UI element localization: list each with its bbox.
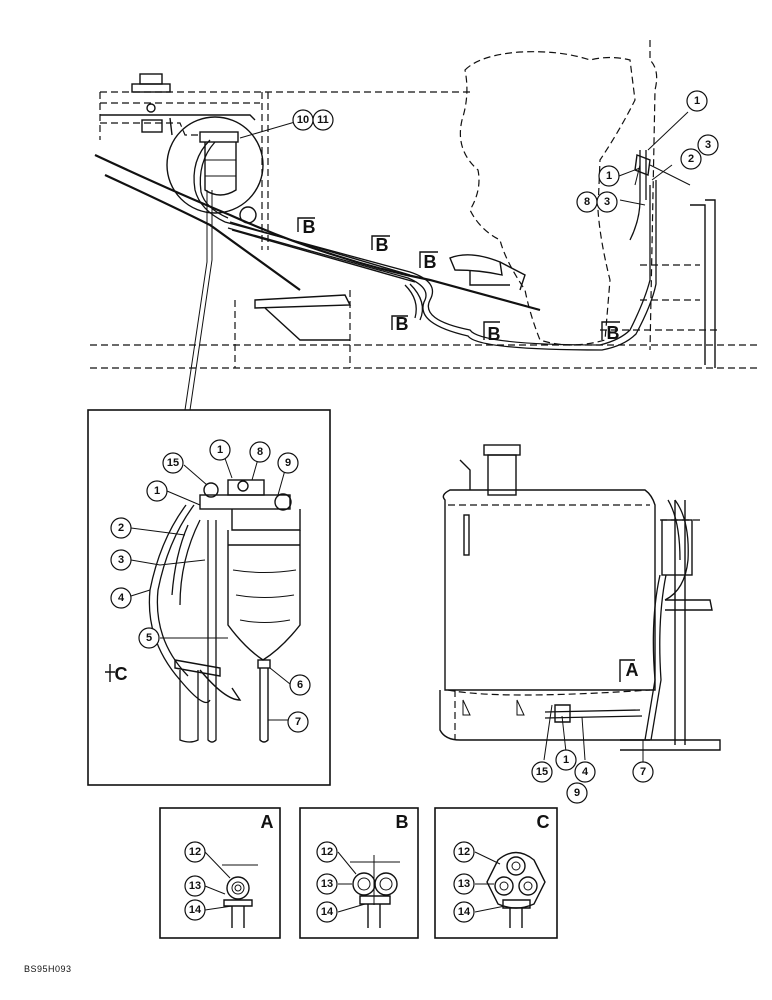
detail-callout-15: 15 <box>162 452 184 474</box>
detail-callout-9: 9 <box>277 452 299 474</box>
callout-1-upper-label: 1 <box>694 95 700 107</box>
section-marker-a-label: A <box>626 660 639 680</box>
section-marker-b-6-label: B <box>607 323 620 343</box>
detail-callout-2-label: 2 <box>118 522 124 534</box>
section-b-callout-12-label: 12 <box>321 846 333 858</box>
tank-callout-15: 15 <box>531 761 553 783</box>
tank-callout-9: 9 <box>566 782 588 804</box>
section-a-callout-13-label: 13 <box>189 880 201 892</box>
section-marker-b-3: B <box>419 251 438 272</box>
section-b-callout-14: 14 <box>316 901 338 923</box>
section-marker-b-1: B <box>297 217 316 237</box>
section-c-callout-13: 13 <box>453 873 475 895</box>
detail-callout-2: 2 <box>110 517 132 539</box>
detail-callout-3-label: 3 <box>118 554 124 566</box>
figure-code: BS95H093 <box>24 964 72 974</box>
section-a-callout-14-label: 14 <box>189 904 202 916</box>
section-a-callout-12: 12 <box>184 841 206 863</box>
section-a-panel: A <box>159 807 281 939</box>
section-marker-b-3-label: B <box>424 252 437 272</box>
callout-2-main-label: 2 <box>688 153 694 165</box>
section-c-callout-14-label: 14 <box>458 906 471 918</box>
detail-callout-9-label: 9 <box>285 457 291 469</box>
callout-11-label: 11 <box>317 114 329 126</box>
detail-callout-4-label: 4 <box>118 592 125 604</box>
tank-callout-1: 1 <box>555 749 577 771</box>
section-b-callout-13: 13 <box>316 873 338 895</box>
detail-callout-1b-label: 1 <box>154 485 160 497</box>
section-c-callout-14: 14 <box>453 901 475 923</box>
section-b-callout-14-label: 14 <box>321 906 334 918</box>
section-c-panel: C <box>434 807 558 939</box>
detail-callout-8: 8 <box>249 441 271 463</box>
tank-side-view <box>439 444 721 762</box>
section-b-title: B <box>396 812 409 832</box>
callout-3-upper-label: 3 <box>705 139 711 151</box>
detail-callout-5-label: 5 <box>146 632 152 644</box>
tank-callout-4: 4 <box>574 761 596 783</box>
section-marker-b-2-label: B <box>376 235 389 255</box>
callout-8-main: 8 <box>576 191 598 213</box>
callout-8-main-label: 8 <box>584 196 590 208</box>
detail-callout-6: 6 <box>289 674 311 696</box>
section-marker-b-4-label: B <box>396 314 409 334</box>
section-c-callout-12-label: 12 <box>458 846 470 858</box>
section-marker-b-5-label: B <box>488 324 501 344</box>
detail-callout-8-label: 8 <box>257 446 263 458</box>
callout-10-label: 10 <box>297 114 309 126</box>
section-marker-a: A <box>619 659 639 682</box>
callout-1-upper: 1 <box>686 90 708 112</box>
section-a-callout-12-label: 12 <box>189 846 201 858</box>
section-b-callout-12: 12 <box>316 841 338 863</box>
section-b-panel: B <box>299 807 419 939</box>
detail-callout-15-label: 15 <box>167 457 179 469</box>
callout-10: 10 <box>292 109 314 131</box>
callout-3-middle-label: 3 <box>604 196 610 208</box>
section-c-callout-12: 12 <box>453 841 475 863</box>
callout-2-main: 2 <box>680 148 702 170</box>
tank-callout-1-label: 1 <box>563 754 569 766</box>
detail-callout-3: 3 <box>110 549 132 571</box>
section-a-title: A <box>261 812 274 832</box>
detail-callout-1b: 1 <box>146 480 168 502</box>
section-a-callout-14: 14 <box>184 899 206 921</box>
section-marker-b-6: B <box>601 321 620 343</box>
callout-1-middle-label: 1 <box>606 170 612 182</box>
section-marker-b-2: B <box>371 235 390 255</box>
tank-callout-15-label: 15 <box>536 766 548 778</box>
section-marker-c: C <box>105 664 128 684</box>
callout-1-middle: 1 <box>598 165 620 187</box>
callout-3-upper: 3 <box>697 134 719 156</box>
detail-callout-5: 5 <box>138 627 160 649</box>
tank-callout-4-label: 4 <box>582 766 589 778</box>
section-marker-c-label: C <box>115 664 128 684</box>
detail-callout-1-label: 1 <box>217 444 223 456</box>
tank-callout-9-label: 9 <box>574 787 580 799</box>
tank-callout-7: 7 <box>632 761 654 783</box>
tank-callout-7-label: 7 <box>640 766 646 778</box>
detail-callout-6-label: 6 <box>297 679 303 691</box>
main-view <box>90 40 760 411</box>
section-c-title: C <box>537 812 550 832</box>
section-marker-b-4: B <box>391 314 409 334</box>
section-marker-b-1-label: B <box>303 217 316 237</box>
detail-callout-7: 7 <box>287 711 309 733</box>
callout-3-middle: 3 <box>596 191 618 213</box>
detail-callout-7-label: 7 <box>295 716 301 728</box>
callout-11: 11 <box>312 109 334 131</box>
section-c-callout-13-label: 13 <box>458 878 470 890</box>
detail-callout-1: 1 <box>209 439 231 461</box>
section-a-callout-13: 13 <box>184 875 206 897</box>
section-marker-b-5: B <box>483 321 501 344</box>
detail-callout-4: 4 <box>110 587 132 609</box>
section-b-callout-13-label: 13 <box>321 878 333 890</box>
